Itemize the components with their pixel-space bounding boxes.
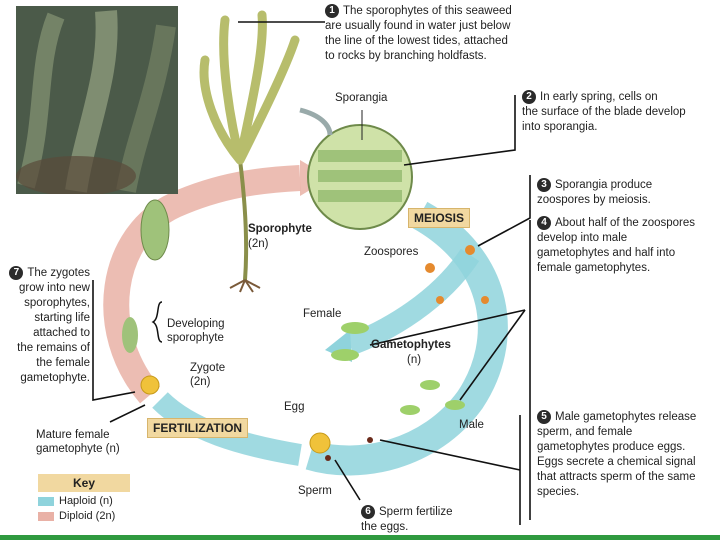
male-label: Male: [459, 418, 484, 432]
gametophytes-label: Gametophytes: [371, 338, 451, 352]
step-3-badge: 3: [537, 178, 551, 192]
female-label: Female: [303, 307, 341, 321]
sporangia-magnified: [308, 125, 412, 229]
young-sporophyte-illustration: [122, 317, 138, 353]
fertilization-label: FERTILIZATION: [147, 418, 248, 438]
zygote-label: Zygote (2n): [190, 361, 225, 389]
bottom-bar: [0, 535, 720, 540]
gametophytes-ploidy: (n): [407, 353, 421, 367]
zoospore: [425, 263, 435, 273]
sperm-dot: [325, 455, 331, 461]
zoospores-label: Zoospores: [364, 245, 418, 259]
key-haploid-label: Haploid (n): [59, 495, 113, 507]
sporophyte-label: Sporophyte: [248, 222, 312, 236]
sperm-dot: [367, 437, 373, 443]
diploid-swatch: [38, 512, 54, 521]
key-diploid-row: Diploid (2n): [38, 510, 130, 522]
egg-label: Egg: [284, 400, 304, 414]
sporangia-label: Sporangia: [335, 91, 387, 105]
haploid-swatch: [38, 497, 54, 506]
key-haploid-row: Haploid (n): [38, 495, 130, 507]
step-4-badge: 4: [537, 216, 551, 230]
haploid-inner-arrow: [350, 255, 470, 345]
zoospore: [436, 296, 444, 304]
zoospore: [481, 296, 489, 304]
egg-illustration: [310, 433, 330, 453]
developing-brace: [153, 302, 162, 342]
mature-female-label: Mature female gametophyte (n): [36, 428, 120, 456]
sporophyte-ploidy: (2n): [248, 237, 268, 251]
seaweed-photo: [16, 6, 178, 194]
step-6-badge: 6: [361, 505, 375, 519]
step-5-badge: 5: [537, 410, 551, 424]
developing-sporophyte-illustration: [141, 200, 169, 260]
magnify-arrow: [300, 110, 330, 135]
sperm-label: Sperm: [298, 484, 332, 498]
zoospore: [465, 245, 475, 255]
key-title: Key: [38, 474, 130, 492]
legend-key: Key Haploid (n) Diploid (2n): [38, 474, 130, 536]
zygote-illustration: [141, 376, 159, 394]
step-2-badge: 2: [522, 90, 536, 104]
meiosis-label: MEIOSIS: [408, 208, 470, 228]
developing-sporophyte-label: Developing sporophyte: [167, 317, 225, 345]
key-diploid-label: Diploid (2n): [59, 510, 115, 522]
step-1-badge: 1: [325, 4, 339, 18]
step-7-badge: 7: [9, 266, 23, 280]
